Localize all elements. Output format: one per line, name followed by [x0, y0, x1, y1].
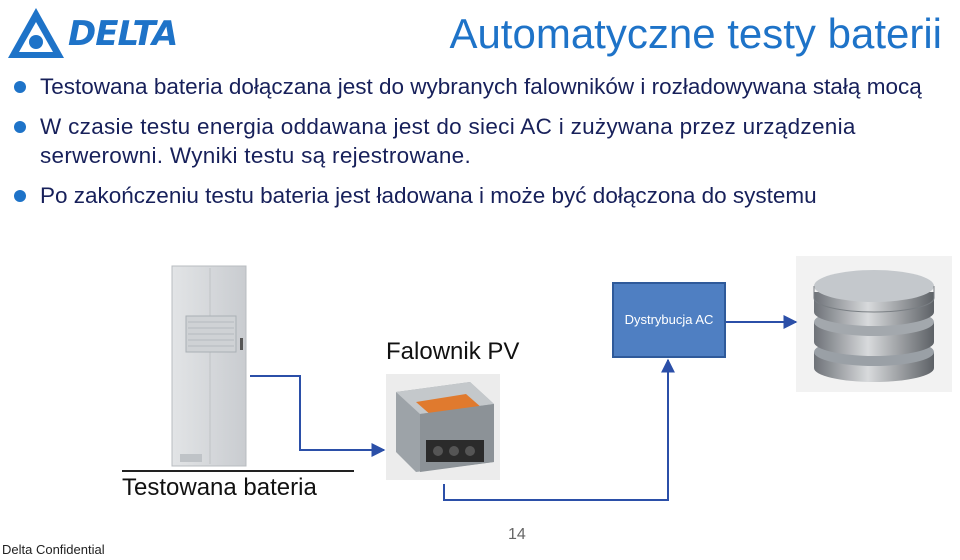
- page-title: Automatyczne testy baterii: [449, 10, 942, 57]
- bullet-list: Testowana bateria dołączana jest do wybr…: [14, 72, 954, 221]
- server-database-icon: [796, 256, 952, 392]
- bullet-item: W czasie testu energia oddawana jest do …: [14, 112, 954, 170]
- bullet-dot-icon: [14, 121, 26, 133]
- bullet-text: Po zakończeniu testu bateria jest ładowa…: [40, 183, 817, 208]
- bullet-text: Testowana bateria dołączana jest do wybr…: [40, 74, 922, 99]
- ac-distribution-box: Dystrybucja AC: [612, 282, 726, 358]
- bullet-dot-icon: [14, 81, 26, 93]
- delta-logo: DELTA: [6, 6, 178, 60]
- ac-distribution-label: Dystrybucja AC: [624, 312, 714, 327]
- battery-cabinet-image: [170, 264, 250, 470]
- arrow-battery-to-inverter: [250, 375, 386, 457]
- logo-text: DELTA: [68, 14, 178, 54]
- bullet-item: Po zakończeniu testu bateria jest ładowa…: [14, 181, 954, 210]
- bullet-item: Testowana bateria dołączana jest do wybr…: [14, 72, 954, 101]
- bullet-text: W czasie testu energia oddawana jest do …: [40, 114, 856, 168]
- page-number: 14: [508, 526, 526, 543]
- confidential-footer: Delta Confidential: [2, 542, 105, 557]
- bullet-dot-icon: [14, 190, 26, 202]
- inverter-label: Falownik PV: [386, 338, 520, 365]
- delta-triangle-icon: [8, 8, 64, 58]
- battery-label: Testowana bateria: [122, 470, 354, 502]
- inverter-image: [386, 374, 500, 480]
